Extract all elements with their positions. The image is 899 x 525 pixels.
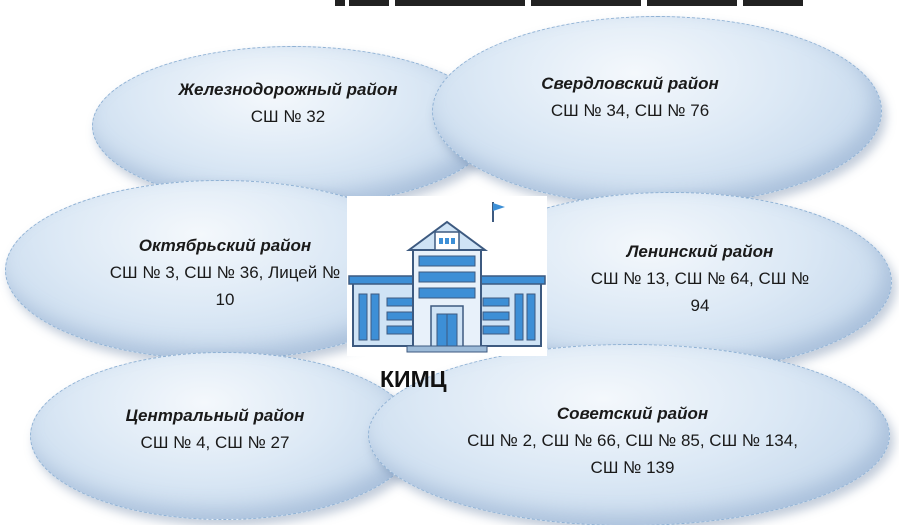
district-name: Советский район bbox=[556, 404, 709, 423]
district-name: Центральный район bbox=[125, 406, 305, 425]
district-name: Октябрьский район bbox=[138, 236, 312, 255]
district-ellipse-zheleznodorozhny bbox=[92, 46, 494, 206]
district-label-zheleznodorozhny: Железнодорожный район СШ № 32 bbox=[178, 76, 398, 130]
cropped-title-fragment bbox=[335, 0, 803, 6]
district-schools: СШ № 34, СШ № 76 bbox=[550, 101, 710, 120]
district-schools: СШ № 2, СШ № 66, СШ № 85, СШ № 134, СШ №… bbox=[467, 431, 798, 477]
center-label: КИМЦ bbox=[380, 366, 447, 392]
district-name: Железнодорожный район bbox=[178, 80, 398, 99]
school-building-icon bbox=[347, 196, 547, 356]
district-label-sovetsky: Советский район СШ № 2, СШ № 66, СШ № 85… bbox=[460, 400, 805, 481]
district-schools: СШ № 32 bbox=[250, 107, 326, 126]
district-schools: СШ № 4, СШ № 27 bbox=[140, 433, 290, 452]
district-ellipse-sverdlovsky bbox=[432, 16, 882, 206]
district-schools: СШ № 3, СШ № 36, Лицей № 10 bbox=[109, 263, 341, 309]
district-name: Свердловский район bbox=[541, 74, 719, 93]
district-ellipse-tsentralny bbox=[30, 352, 417, 520]
district-label-tsentralny: Центральный район СШ № 4, СШ № 27 bbox=[110, 402, 320, 456]
district-name: Ленинский район bbox=[626, 242, 774, 261]
district-schools: СШ № 13, СШ № 64, СШ № 94 bbox=[590, 269, 810, 315]
district-label-oktyabrsky: Октябрьский район СШ № 3, СШ № 36, Лицей… bbox=[100, 232, 350, 313]
district-ellipse-sovetsky bbox=[368, 344, 890, 525]
district-label-sverdlovsky: Свердловский район СШ № 34, СШ № 76 bbox=[510, 70, 750, 124]
district-label-leninsky: Ленинский район СШ № 13, СШ № 64, СШ № 9… bbox=[585, 238, 815, 319]
